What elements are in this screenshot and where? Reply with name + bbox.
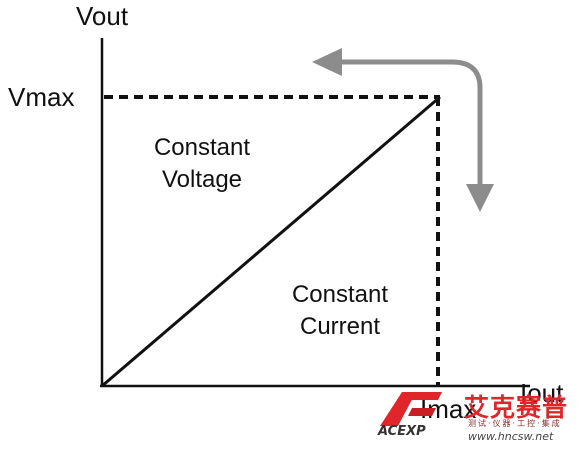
watermark-url: www.hncsw.net	[468, 430, 554, 443]
x-axis-label: Iout	[520, 378, 564, 408]
watermark-logo-text: ACEXP	[378, 424, 426, 439]
constant-voltage-line-1: Constant	[153, 134, 251, 161]
crossover-arrow-path	[340, 59, 483, 190]
crossover-arrow-left-head	[312, 48, 342, 76]
watermark-logo-icon	[380, 392, 442, 426]
load-line	[101, 95, 441, 388]
constant-voltage-label: Constant Voltage	[128, 132, 276, 196]
watermark-tagline: 测试·仪器·工控·集成	[468, 419, 562, 428]
constant-current-line-2: Current	[299, 313, 381, 340]
watermark: ACEXP 艾克赛普 测试·仪器·工控·集成 www.hncsw.net	[372, 386, 587, 446]
constant-voltage-line-2: Voltage	[161, 166, 243, 193]
watermark-brand: 艾克赛普	[464, 393, 569, 422]
y-axis-label: Vout	[76, 1, 129, 31]
constant-current-line-1: Constant	[291, 281, 389, 308]
vmax-label: Vmax	[8, 82, 75, 112]
crossover-arrow-down-head	[466, 184, 494, 212]
constant-current-label: Constant Current	[266, 279, 414, 343]
